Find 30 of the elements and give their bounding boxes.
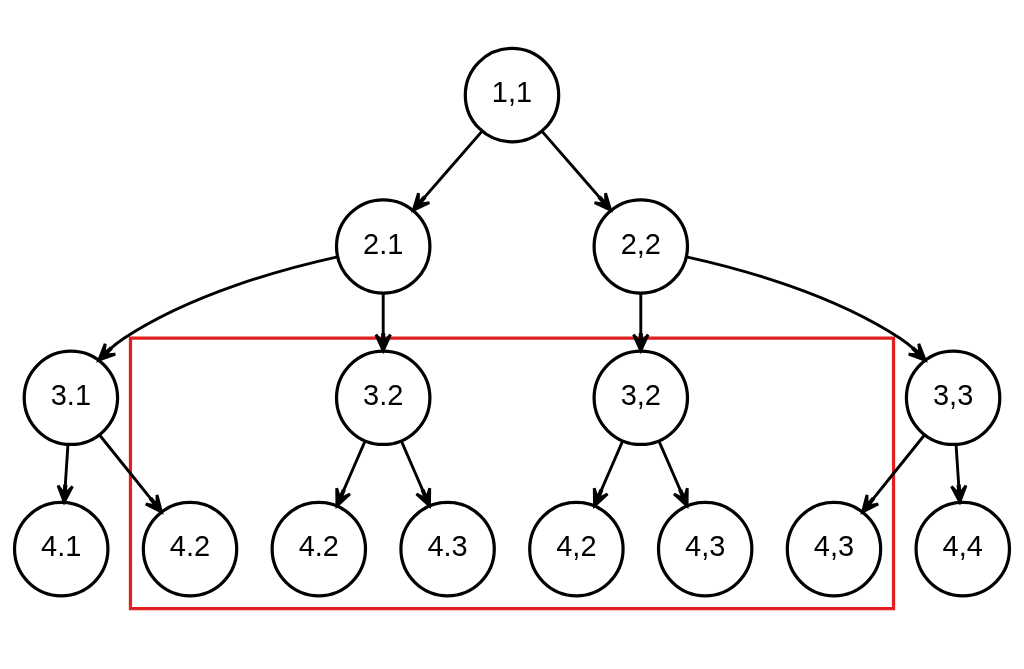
node-circle: 1,1 xyxy=(463,46,561,143)
node-circle: 4,4 xyxy=(914,500,1012,597)
node-circle: 3.2 xyxy=(334,349,432,446)
arrow xyxy=(56,444,74,503)
arrow xyxy=(335,440,367,507)
arrow xyxy=(97,254,338,362)
node-circle: 2,2 xyxy=(592,197,690,295)
arrow xyxy=(374,292,392,352)
cluster xyxy=(128,336,896,610)
node-circle: 3.1 xyxy=(22,349,120,446)
node-circle: 2.1 xyxy=(334,197,432,295)
node-circle: 4.2 xyxy=(270,500,368,597)
arrow xyxy=(540,129,613,212)
arrow xyxy=(657,440,689,507)
arrow xyxy=(411,129,484,212)
arrow xyxy=(98,433,163,513)
node-circle: 4.1 xyxy=(12,500,110,597)
node-circle: 3,2 xyxy=(592,349,690,446)
arrow xyxy=(861,433,926,513)
arrow xyxy=(400,440,432,507)
node-circle: 4,3 xyxy=(656,500,754,597)
node-circle: 4,3 xyxy=(785,500,883,597)
arrow xyxy=(632,292,650,352)
node-circle: 4.2 xyxy=(141,500,239,597)
arrow xyxy=(592,440,624,507)
node-circle: 4,2 xyxy=(528,500,625,597)
node-circle: 3,3 xyxy=(904,349,1002,446)
node-circle: 4.3 xyxy=(399,500,496,597)
arrow xyxy=(686,254,927,362)
arrow xyxy=(950,444,968,503)
